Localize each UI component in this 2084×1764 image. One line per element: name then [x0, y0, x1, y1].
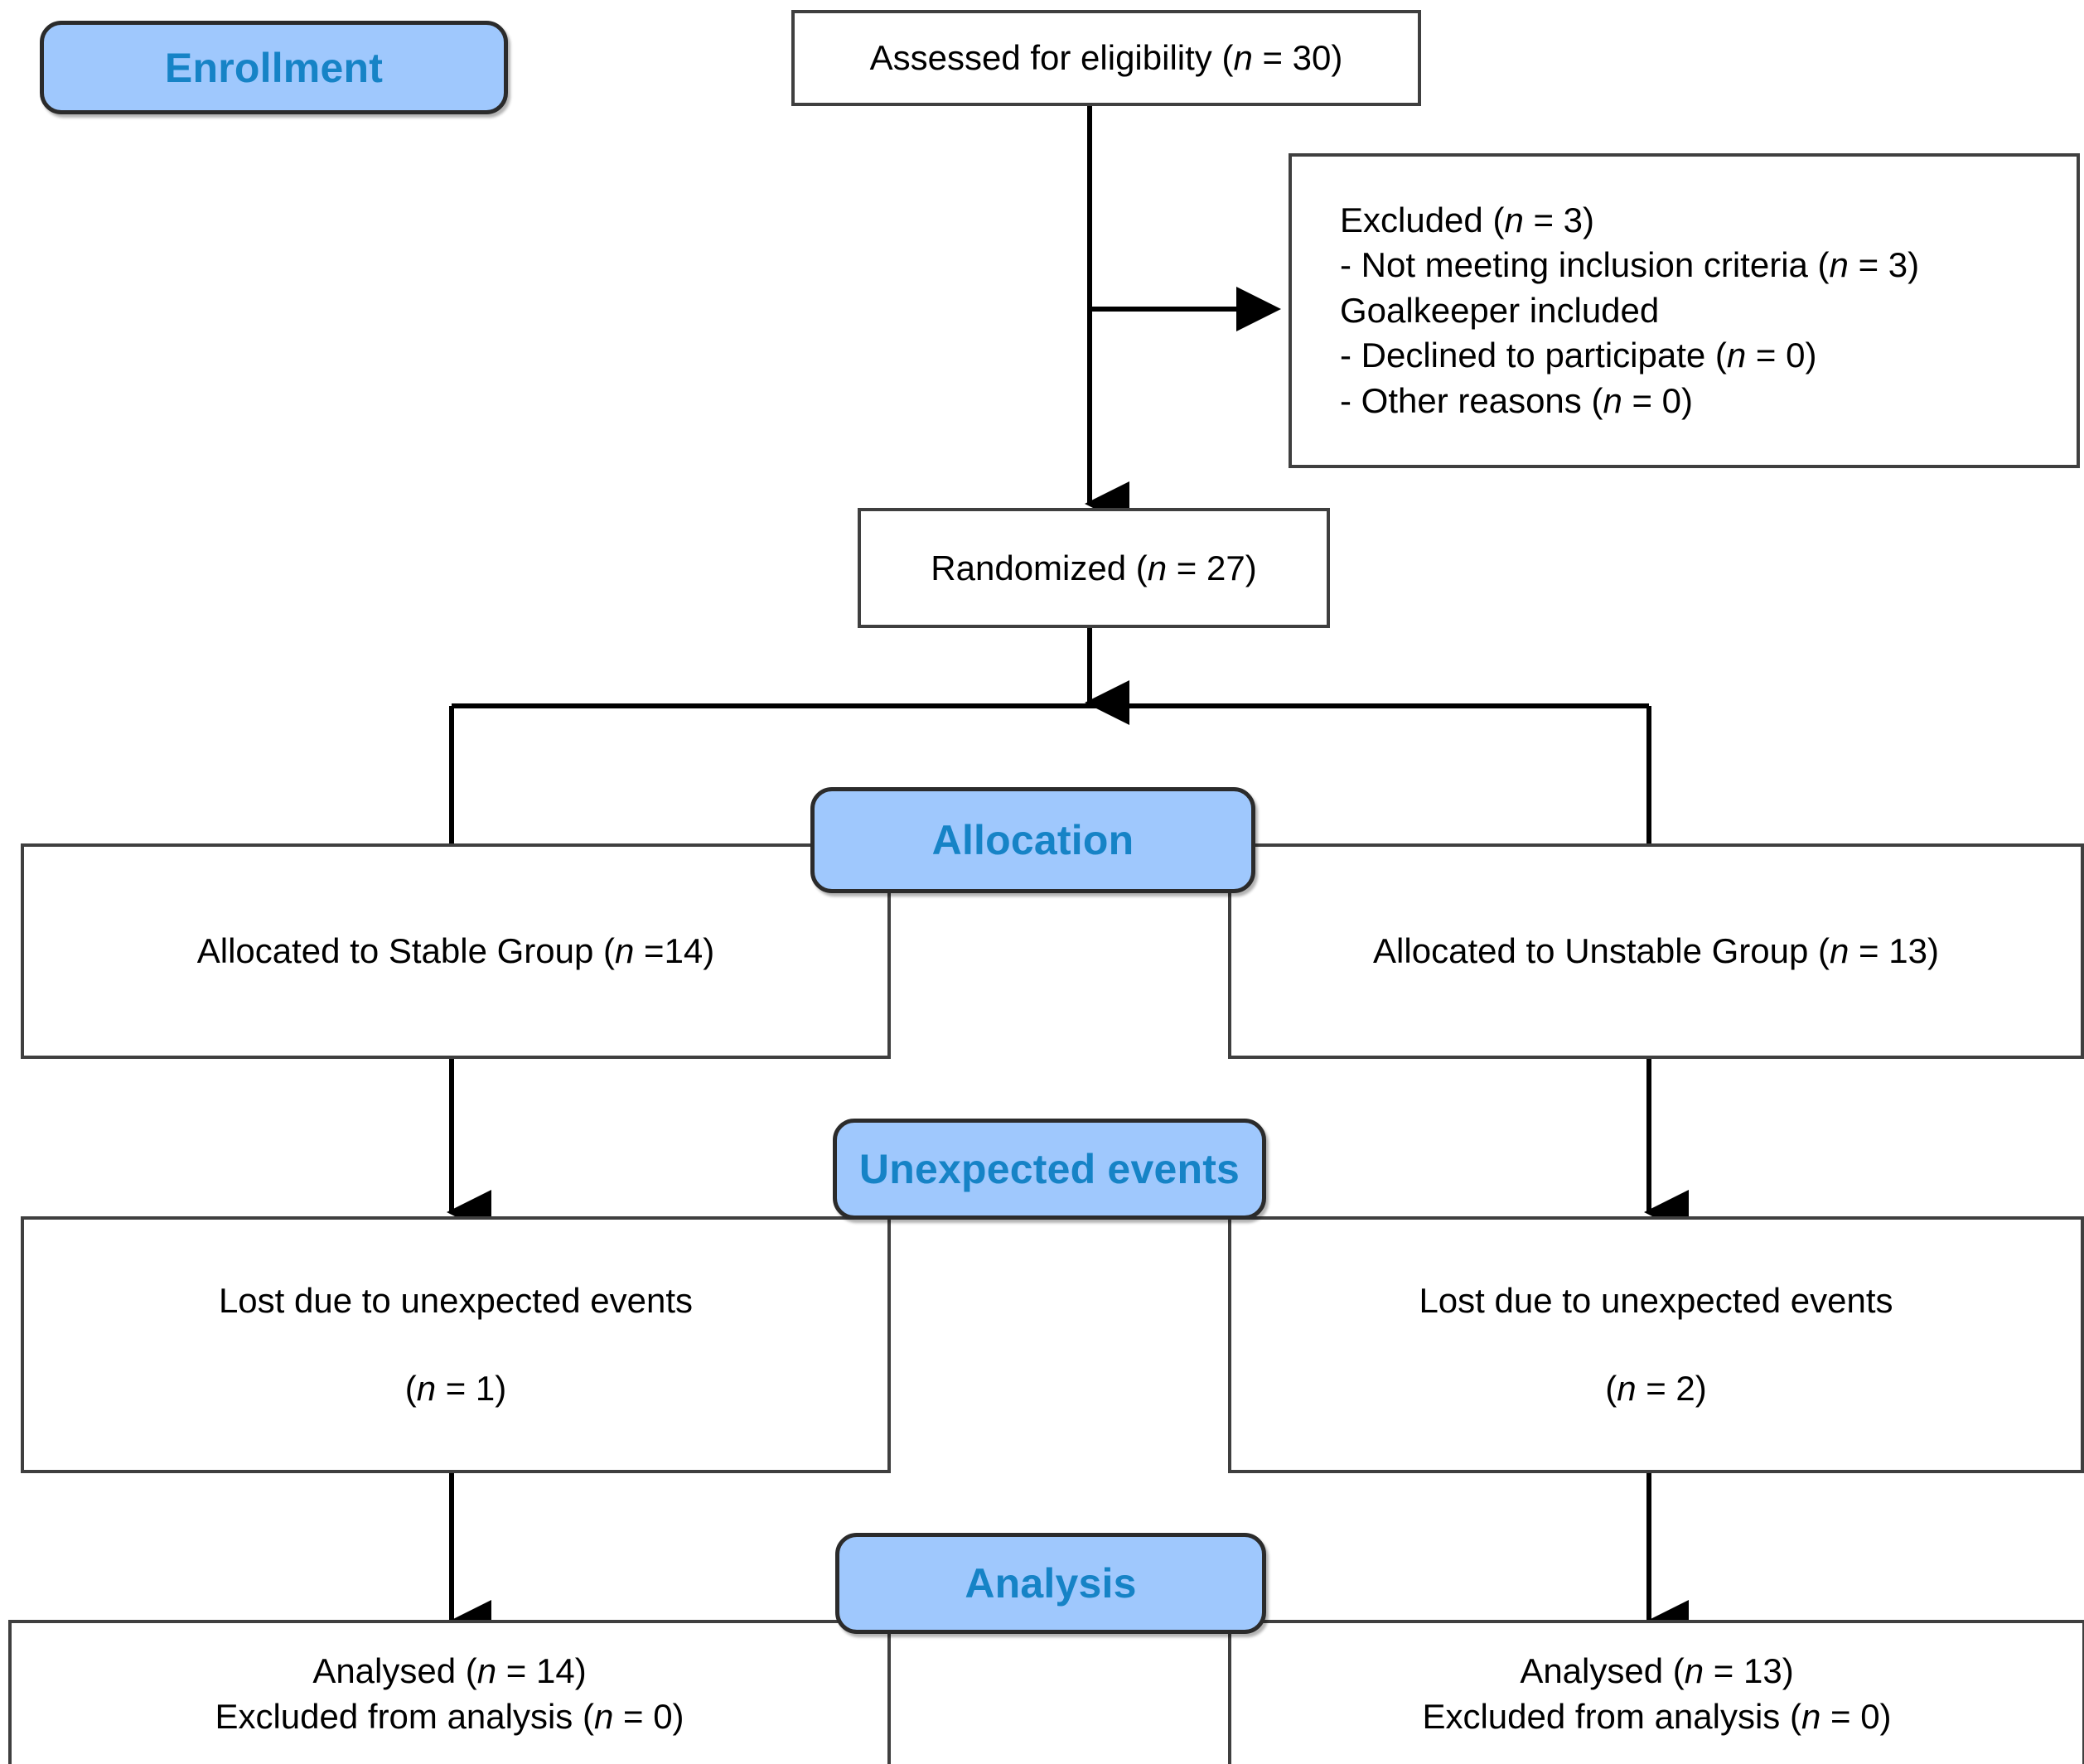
edge-randomized-to-split	[447, 628, 1689, 891]
box-lost-unexpected-events-right: Lost due to unexpected events (n = 2)	[1228, 1216, 2084, 1473]
stage-badge-analysis: Analysis	[835, 1533, 1266, 1634]
lost-right-line-1: Lost due to unexpected events	[1419, 1281, 1893, 1321]
stage-badge-enrollment: Enrollment	[40, 21, 508, 114]
excluded-line-3: Goalkeeper included	[1340, 290, 1660, 330]
analysed-right-line-2: Excluded from analysis (n = 0)	[1422, 1697, 1892, 1736]
lost-right-line-2: (n = 2)	[1605, 1369, 1707, 1408]
stage-badge-allocation-label: Allocation	[931, 817, 1134, 863]
excluded-line-4: - Declined to participate (n = 0)	[1340, 336, 1817, 375]
box-analysed-right: Analysed (n = 13) Excluded from analysis…	[1228, 1620, 2084, 1764]
analysed-right-line-1: Analysed (n = 13)	[1520, 1651, 1794, 1691]
analysed-left-line-1: Analysed (n = 14)	[312, 1651, 587, 1691]
stage-badge-enrollment-label: Enrollment	[164, 44, 384, 91]
stage-badge-analysis-label: Analysis	[965, 1560, 1137, 1607]
box-allocated-unstable-group: Allocated to Unstable Group (n = 13)	[1228, 843, 2084, 1059]
allocated-left-line-1: Allocated to Stable Group (n =14)	[196, 931, 715, 971]
randomized-line-1: Randomized (n = 27)	[931, 548, 1257, 587]
box-excluded: Excluded (n = 3) - Not meeting inclusion…	[1289, 153, 2080, 468]
box-assessed-for-eligibility: Assessed for eligibility (n = 30)	[791, 10, 1421, 106]
analysed-left-line-2: Excluded from analysis (n = 0)	[215, 1697, 684, 1736]
box-analysed-left: Analysed (n = 14) Excluded from analysis…	[8, 1620, 891, 1764]
excluded-line-2: - Not meeting inclusion criteria (n = 3)	[1340, 245, 1920, 285]
box-allocated-stable-group: Allocated to Stable Group (n =14)	[21, 843, 891, 1059]
allocated-right-line-1: Allocated to Unstable Group (n = 13)	[1373, 931, 1939, 971]
box-lost-unexpected-events-left: Lost due to unexpected events (n = 1)	[21, 1216, 891, 1473]
stage-badge-allocation: Allocation	[810, 787, 1255, 893]
box-randomized: Randomized (n = 27)	[858, 508, 1330, 628]
excluded-line-5: - Other reasons (n = 0)	[1340, 380, 1694, 420]
stage-badge-unexpected-events: Unexpected events	[833, 1119, 1266, 1220]
assessed-line-1: Assessed for eligibility (n = 30)	[869, 38, 1343, 78]
stage-badge-unexpected-events-label: Unexpected events	[858, 1146, 1240, 1192]
excluded-line-1: Excluded (n = 3)	[1340, 200, 1595, 239]
lost-left-line-2: (n = 1)	[404, 1369, 507, 1408]
lost-left-line-1: Lost due to unexpected events	[218, 1281, 694, 1321]
